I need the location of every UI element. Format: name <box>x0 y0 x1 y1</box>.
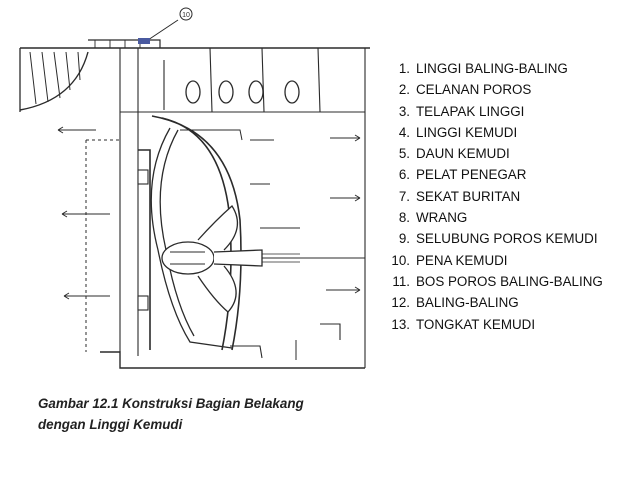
component-legend: 1. LINGGI BALING-BALING 2. CELANAN POROS 3… <box>384 58 603 335</box>
legend-item-text: BOS POROS BALING-BALING <box>416 273 603 289</box>
legend-item-number: 11. <box>392 273 410 289</box>
legend-item-text: TELAPAK LINGGI <box>416 103 525 119</box>
legend-item: 11. BOS POROS BALING-BALING <box>384 271 603 292</box>
stern-bulkhead <box>85 139 120 352</box>
caption-line-2: dengan Linggi Kemudi <box>38 416 183 432</box>
legend-item-text: CELANAN POROS <box>416 82 532 98</box>
legend-item: 13. TONGKAT KEMUDI <box>384 314 603 335</box>
legend-item-number: 13. <box>391 316 410 332</box>
propeller-shaft <box>262 253 365 263</box>
legend-item-text: TONGKAT KEMUDI <box>416 316 536 332</box>
caption-line-1: Gambar 12.1 Konstruksi Bagian Belakang <box>38 396 304 411</box>
legend-item-text: BALING-BALING <box>416 295 519 311</box>
deck-outline <box>19 39 370 112</box>
legend-item-number: 2. <box>398 82 410 98</box>
legend-item-number: 5. <box>398 146 410 162</box>
label-pointer: 10 <box>138 7 193 44</box>
legend-item: 8. WRANG <box>384 207 603 228</box>
hull-frames <box>119 47 366 368</box>
legend-item: 7. SEKAT BURITAN <box>384 186 603 207</box>
legend-item-text: PELAT PENEGAR <box>416 167 527 183</box>
legend-item-number: 10. <box>391 252 410 268</box>
legend-item-text: LINGGI BALING-BALING <box>416 61 568 76</box>
legend-item-number: 9. <box>398 231 410 247</box>
legend-item: 1. LINGGI BALING-BALING <box>384 58 603 79</box>
legend-item: 12. BALING-BALING <box>384 292 603 313</box>
legend-item-text: DAUN KEMUDI <box>416 146 510 162</box>
legend-item: 4. LINGGI KEMUDI <box>384 122 603 143</box>
legend-item-number: 6. <box>398 167 410 183</box>
sternpost <box>100 115 365 369</box>
legend-item-number: 4. <box>398 124 410 140</box>
legend-item-text: PENA KEMUDI <box>416 252 508 268</box>
legend-item: 5. DAUN KEMUDI <box>384 143 603 164</box>
portholes <box>185 80 300 104</box>
legend-item-text: SELUBUNG POROS KEMUDI <box>416 231 598 247</box>
legend-item: 2. CELANAN POROS <box>384 79 603 100</box>
legend-item-text: LINGGI KEMUDI <box>416 124 518 140</box>
legend-item-number: 7. <box>398 188 410 204</box>
fittings <box>137 169 341 359</box>
legend-item-number: 1. <box>398 61 410 76</box>
leader-arrows <box>57 126 361 360</box>
legend-item: 3. TELAPAK LINGGI <box>384 101 603 122</box>
figure-caption: Gambar 12.1 Konstruksi Bagian Belakang d… <box>38 394 358 435</box>
legend-item: 10. PENA KEMUDI <box>384 250 603 271</box>
legend-item: 9. SELUBUNG POROS KEMUDI <box>384 228 603 249</box>
propeller <box>161 205 263 313</box>
legend-item-number: 3. <box>398 103 410 119</box>
pointer-label: 10 <box>182 12 190 19</box>
legend-item-number: 12. <box>391 295 410 311</box>
legend-item-number: 8. <box>398 210 410 226</box>
legend-item-text: WRANG <box>416 210 468 226</box>
legend-item: 6. PELAT PENEGAR <box>384 164 603 185</box>
legend-item-text: SEKAT BURITAN <box>416 188 521 204</box>
